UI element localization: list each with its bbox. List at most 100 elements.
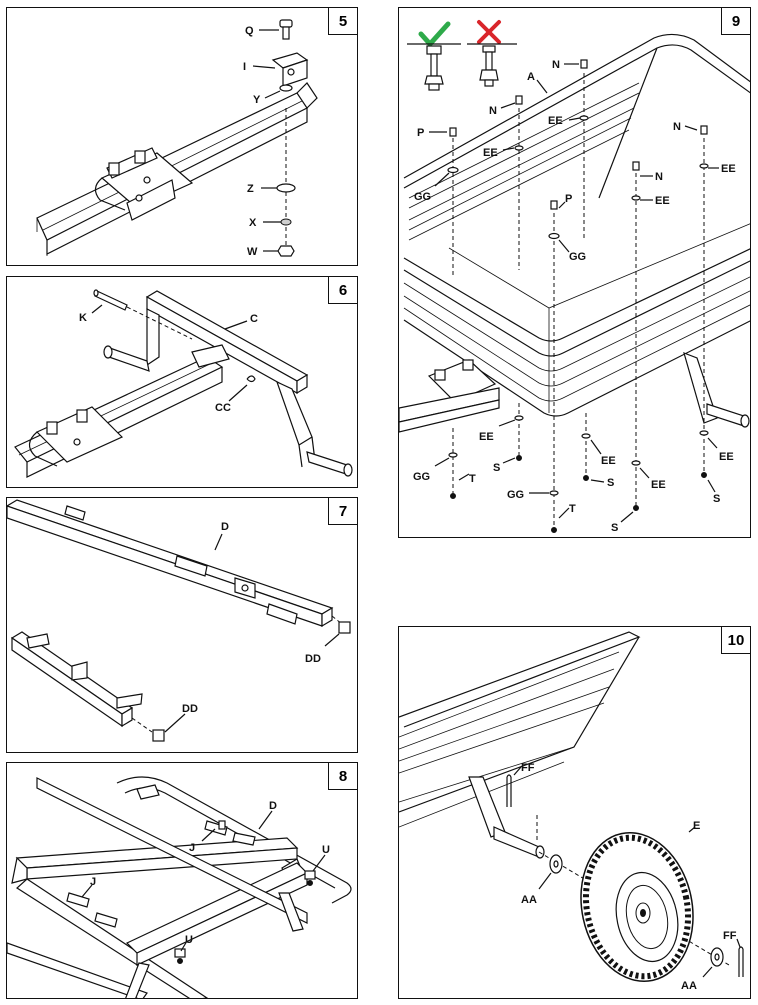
label-gg-2: GG [569,251,586,263]
label-s-4: S [611,522,618,534]
label-ee-2: EE [483,147,498,159]
axle-pin-j-2 [66,892,90,908]
label-ff-1: FF [521,762,535,774]
label-ee-8: EE [651,479,666,491]
clamp-u-1 [304,870,316,886]
label-w: W [247,246,258,258]
step-9-illustration: N A N EE P EE N EE N EE GG P GG EE EE EE… [399,20,750,534]
label-a: A [527,71,535,83]
label-ff-2: FF [723,930,737,942]
cart-tub [403,33,750,417]
hitch-bracket [94,147,194,221]
label-ee-3: EE [721,163,736,175]
cross-mark-icon [477,20,501,44]
step-6-illustration: K C CC [14,289,353,478]
step-5-illustration: Q I Y Z X W [36,19,318,258]
nut-w [277,245,295,257]
label-ee-1: EE [548,115,563,127]
clamp-u-2 [174,948,186,964]
label-gg-4: GG [507,489,524,501]
step-10-illustration: FF E AA AA FF [399,631,744,992]
label-s-2: S [607,477,614,489]
label-c: C [250,313,258,325]
step-10-panel: 10 [398,626,751,999]
label-n-3: N [673,121,681,133]
label-t-2: T [569,503,576,515]
label-dd-1: DD [305,653,321,665]
label-gg-3: GG [413,471,430,483]
step-number: 9 [721,8,750,35]
mount-tab [94,912,118,928]
end-cap-dd-1 [338,621,351,634]
label-ee-6: EE [601,455,616,467]
fasteners [447,59,709,533]
washer-z [276,183,296,193]
hitch-bracket [399,359,500,433]
upper-rail [7,499,334,628]
label-s-1: S [493,462,500,474]
label-d: D [269,800,277,812]
label-j-1: J [189,842,195,854]
label-i: I [243,61,246,73]
step-number: 5 [328,8,357,35]
step-number: 8 [328,763,357,790]
label-p-2: P [565,193,572,205]
lock-washer-x [280,218,292,226]
label-u-2: U [185,934,193,946]
label-d: D [221,521,229,533]
label-ee-7: EE [719,451,734,463]
label-z: Z [247,183,254,195]
correct-bolt-orientation [407,21,461,91]
step-number: 7 [328,498,357,525]
end-cap-dd-2 [152,729,165,742]
check-mark-icon [418,21,451,48]
pin-ff-2 [738,946,744,977]
step-number: 10 [721,627,750,654]
frame-beam [14,356,224,478]
step-7-panel: 7 D DD DD [6,497,358,753]
step-number: 6 [328,277,357,304]
leg-left [146,308,160,367]
label-y: Y [253,94,261,106]
step-9-panel: 9 [398,7,751,538]
label-x: X [249,217,257,229]
washer-y [279,84,293,92]
step-5-panel: 5 [6,7,358,266]
mount-plate [191,344,230,368]
leg [468,776,506,838]
label-n-2: N [489,105,497,117]
mount-tab [232,832,256,846]
step-6-panel: 6 [6,276,358,488]
axle-left [103,345,150,372]
pin-k [93,289,128,311]
step-8-illustration: D J J U U [7,776,352,998]
label-aa-2: AA [681,980,697,992]
cotter-pin-cc [246,375,256,383]
axle-right [706,403,750,428]
leg-right [278,892,304,932]
label-q: Q [245,25,254,37]
label-t-1: T [469,473,476,485]
axle-pin-j-1 [204,820,228,836]
label-u-1: U [322,844,330,856]
label-aa-1: AA [521,894,537,906]
label-gg-1: GG [414,191,431,203]
cart-tub [399,631,641,828]
label-cc: CC [215,402,231,414]
wheel-e [580,832,694,982]
cart-frame [7,776,352,998]
label-k: K [79,312,87,324]
axle-right [306,451,353,477]
pin-ff-1 [506,774,512,807]
label-dd-2: DD [182,703,198,715]
leg-left [125,962,150,998]
bolt-q [279,19,293,40]
label-ee-4: EE [655,195,670,207]
lower-rail [10,631,143,728]
hitch-bracket [28,406,124,467]
axle [493,826,545,859]
bracket-i [271,52,309,87]
label-j-2: J [90,876,96,888]
label-ee-5: EE [479,431,494,443]
step-8-panel: 8 [6,762,358,999]
